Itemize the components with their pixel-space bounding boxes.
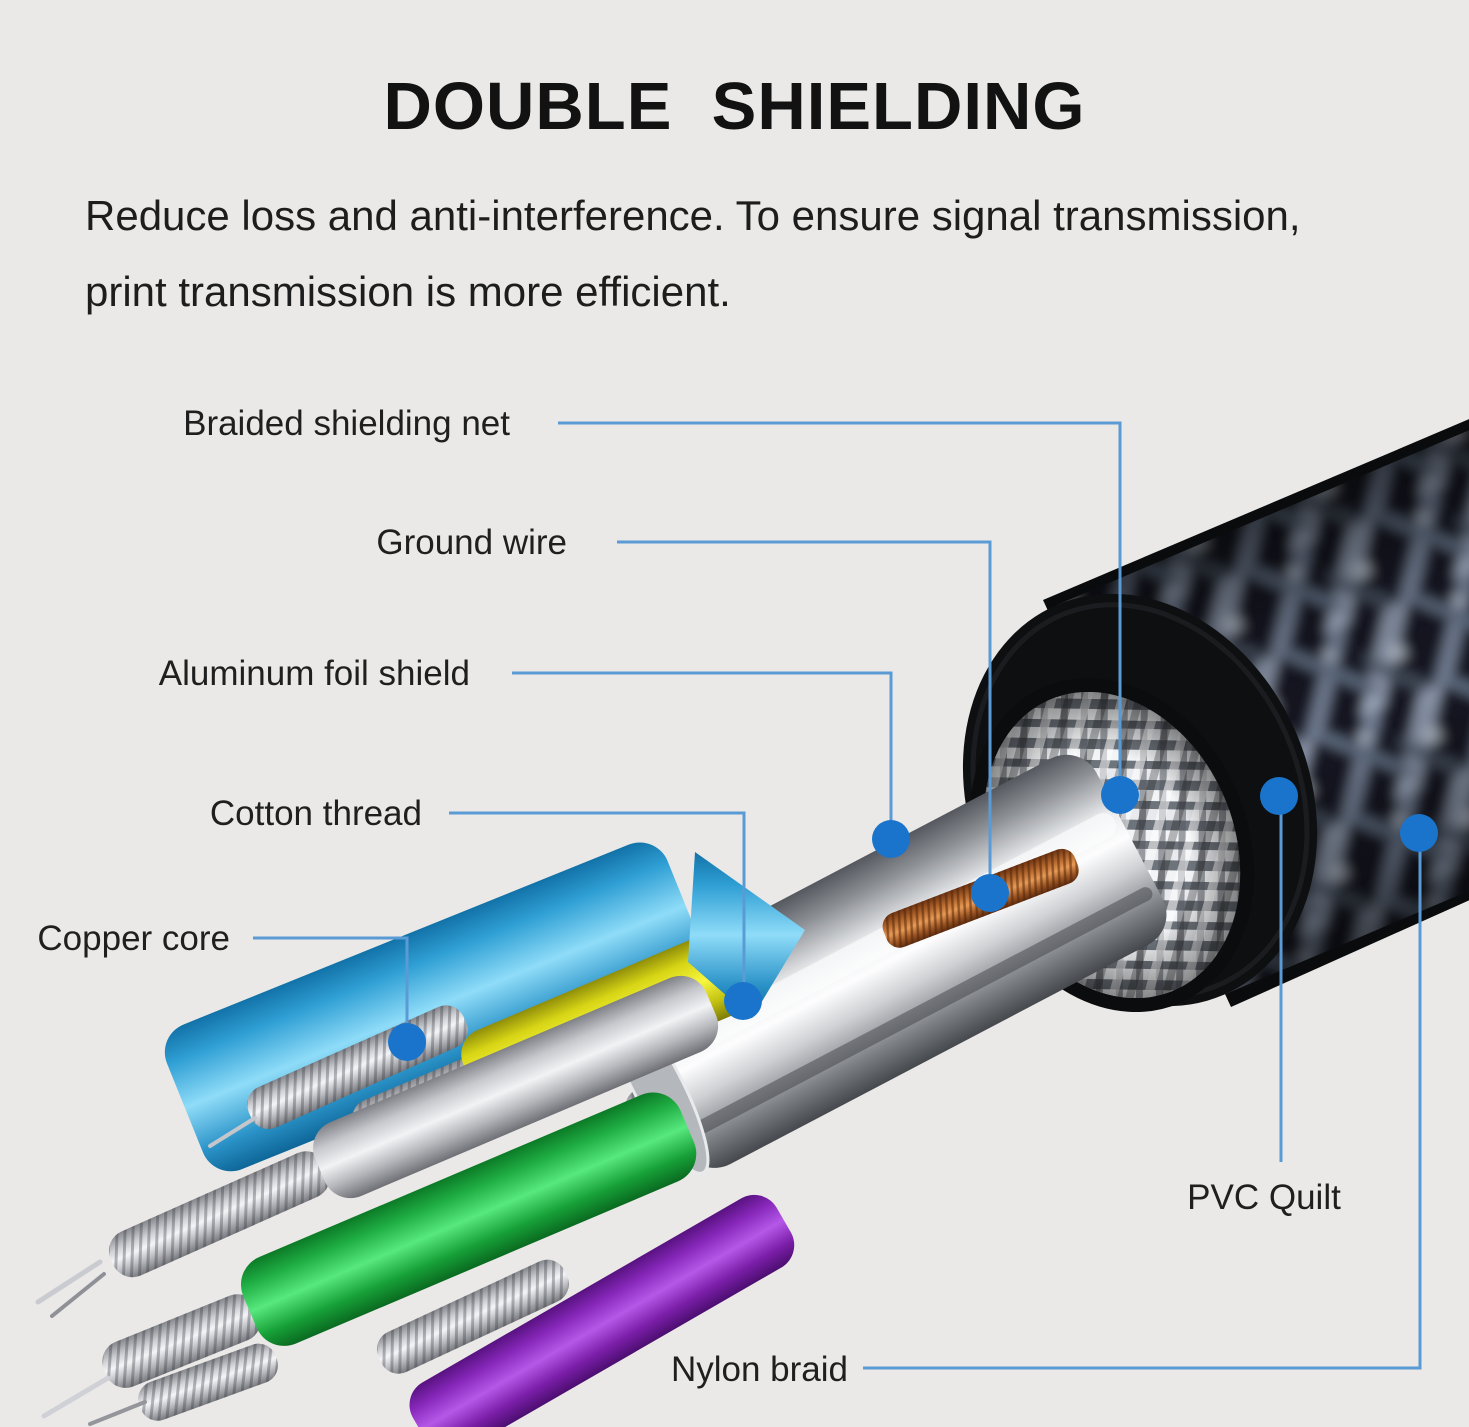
green-wire-strands [102,1294,261,1388]
pvc-quilt-label: PVC Quilt [1187,1178,1341,1217]
loose-strand-bundle [138,1343,279,1421]
braided-shielding-net-label: Braided shielding net [183,404,510,443]
callout-braided-shielding-net: Braided shielding net [183,404,1139,814]
cotton-thread-line [449,811,746,1001]
aluminum-foil-shield-label: Aluminum foil shield [159,654,470,693]
callouts: Braided shielding net Ground wire Alumin… [37,404,1438,1389]
braided-shielding-net-line [558,421,1122,795]
cable-cutaway [35,363,1469,1427]
copper-core-label: Copper core [37,919,230,958]
cotton-thread-dot [724,982,762,1020]
nylon-braid-label: Nylon braid [671,1350,848,1389]
cotton-wrap-curl [688,852,805,1018]
nylon-braid-dot [1400,814,1438,852]
callout-cotton-thread: Cotton thread [210,794,762,1020]
braided-shielding-net-dot [1101,776,1139,814]
nylon-braid-line [863,833,1422,1370]
ground-wire-line [617,540,992,893]
cotton-thread-label: Cotton thread [210,794,422,833]
copper-core-dot [388,1023,426,1061]
pvc-quilt-dot [1260,777,1298,815]
strand-tips [35,1116,257,1426]
aluminum-foil-shield-dot [872,820,910,858]
description: Reduce loss and anti-interference. To en… [85,178,1425,330]
ground-wire-dot [971,874,1009,912]
description-line-2: print transmission is more efficient. [85,268,731,315]
copper-core-line [253,936,409,1042]
purple-wire-strands [376,1259,569,1374]
callout-ground-wire: Ground wire [376,523,1009,912]
page-title: DOUBLE SHIELDING [383,69,1086,144]
gray-wire-strands [108,1151,330,1278]
callout-aluminum-foil-shield: Aluminum foil shield [159,654,910,858]
callout-pvc-quilt: PVC Quilt [1187,777,1341,1217]
ground-wire-label: Ground wire [376,523,567,562]
callout-copper-core: Copper core [37,919,426,1061]
aluminum-foil-shield-line [512,671,893,839]
gray-wire [313,975,719,1199]
description-line-1: Reduce loss and anti-interference. To en… [85,192,1301,239]
purple-wire [409,1194,795,1427]
green-wire [240,1092,697,1346]
callout-nylon-braid: Nylon braid [671,814,1438,1389]
